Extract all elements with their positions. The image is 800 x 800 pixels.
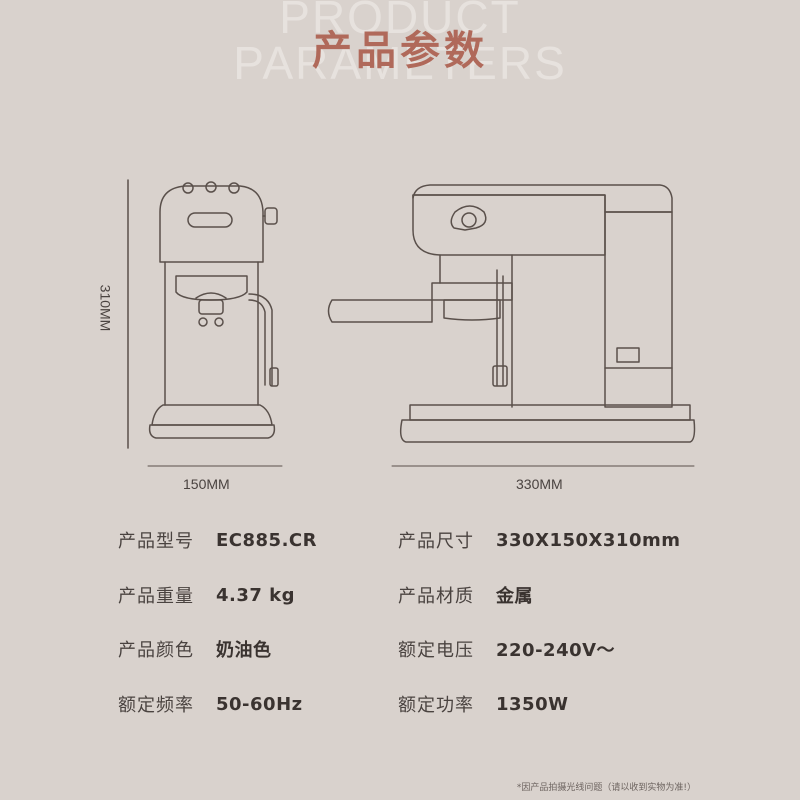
photo-disclaimer: *因产品拍摄光线问题（请以收到实物为准!） [516, 783, 696, 793]
spec-value: 1350W [496, 693, 569, 715]
spec-value: EC885.CR [216, 529, 317, 551]
spec-key: 产品型号 [118, 531, 194, 552]
height-label: 310MM [97, 284, 114, 332]
spec-key: 产品颜色 [118, 640, 194, 661]
spec-row: 额定电压 220-240V～ [398, 629, 615, 669]
side-view [327, 184, 696, 443]
watermark-line-2: PARAMETERS [233, 37, 567, 89]
spec-value: 50-60Hz [216, 693, 303, 715]
page-title: 产品参数 [312, 28, 488, 74]
spec-row: 产品型号 EC885.CR [118, 520, 317, 560]
front-width-label: 150MM [183, 476, 230, 492]
spec-key: 产品尺寸 [398, 531, 474, 552]
spec-value: 金属 [496, 586, 533, 607]
spec-row: 产品材质 金属 [398, 575, 533, 615]
front-view [148, 181, 279, 439]
spec-key: 产品重量 [118, 586, 194, 607]
spec-key: 额定功率 [398, 695, 474, 716]
spec-key: 额定频率 [118, 695, 194, 716]
spec-row: 产品颜色 奶油色 [118, 629, 272, 669]
spec-row: 产品尺寸 330X150X310mm [398, 520, 681, 560]
spec-row: 产品重量 4.37 kg [118, 575, 295, 615]
spec-key: 额定电压 [398, 640, 474, 661]
spec-row: 额定频率 50-60Hz [118, 684, 303, 724]
watermark-line-1: PRODUCT [279, 0, 521, 43]
spec-value: 4.37 kg [216, 584, 296, 606]
spec-value: 330X150X310mm [496, 529, 681, 551]
side-width-label: 330MM [516, 476, 563, 492]
spec-value: 奶油色 [216, 640, 272, 661]
spec-key: 产品材质 [398, 586, 474, 607]
spec-value: 220-240V～ [496, 640, 616, 661]
background-watermark-title: PRODUCT PARAMETERS [0, 0, 800, 86]
spec-row: 额定功率 1350W [398, 684, 568, 724]
